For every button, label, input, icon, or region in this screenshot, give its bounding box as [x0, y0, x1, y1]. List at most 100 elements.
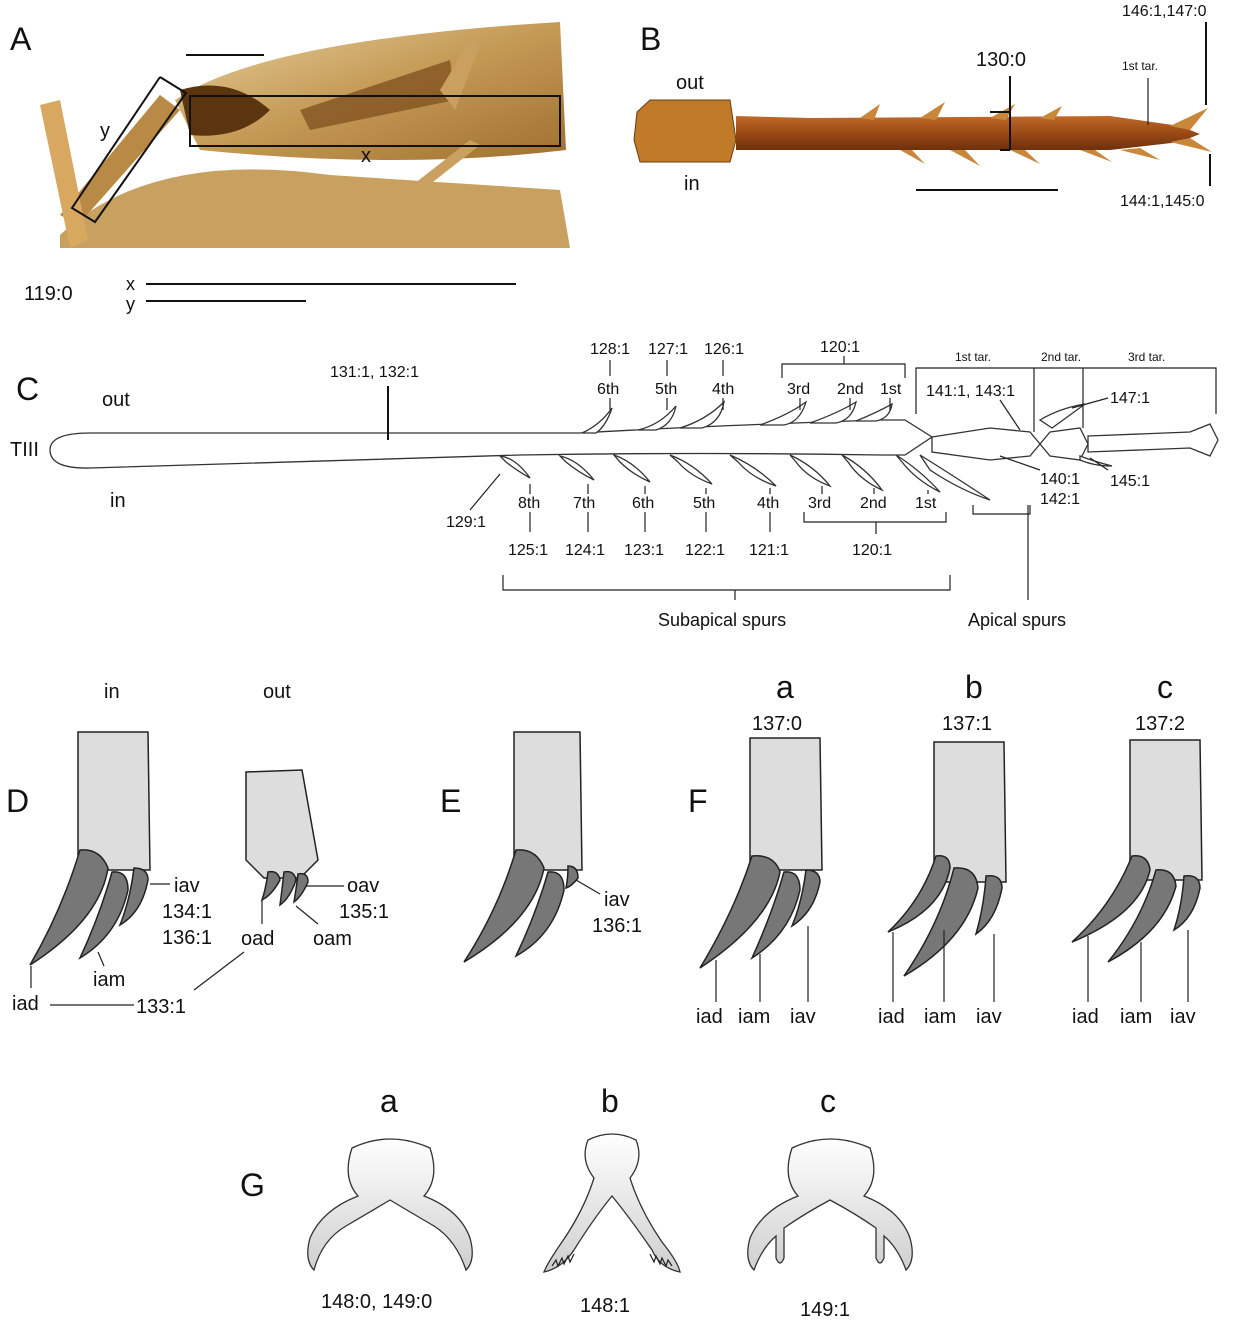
label-iav-fc: iav	[1170, 1006, 1196, 1028]
code-137-1: 137:1	[942, 713, 992, 735]
panel-g: G a b c 148:0, 149:0 148:1 149:1	[240, 1083, 912, 1321]
panel-label-c: C	[16, 371, 39, 407]
code-128: 128:1	[590, 341, 630, 358]
tibia-out-d	[246, 770, 318, 878]
ord-4th-out: 4th	[712, 381, 734, 398]
x-label: x	[361, 145, 371, 167]
code-124: 124:1	[565, 542, 605, 559]
code-133: 133:1	[136, 996, 186, 1018]
label-in-c: in	[110, 490, 126, 512]
label-fa: a	[776, 669, 794, 705]
panel-label-g: G	[240, 1167, 265, 1203]
code-148-0: 148:0, 149:0	[321, 1291, 432, 1313]
claw-a	[308, 1139, 473, 1270]
tibia-e	[514, 732, 582, 870]
panel-label-b: B	[640, 21, 661, 57]
label-tiii: TIII	[10, 439, 39, 461]
label-oam: oam	[313, 928, 352, 950]
code-122: 122:1	[685, 542, 725, 559]
label-iam-fa: iam	[738, 1006, 770, 1028]
ord-5th-out: 5th	[655, 381, 677, 398]
panel-d: D in out iav 134:1 136:1 oav 135:1 oad o…	[6, 681, 389, 1018]
code-136-e: 136:1	[592, 915, 642, 937]
label-iad-fa: iad	[696, 1006, 723, 1028]
ord-8th-in: 8th	[518, 495, 540, 512]
ord-4th-in: 4th	[757, 495, 779, 512]
code-147: 147:1	[1110, 390, 1150, 407]
char-119: 119:0	[24, 283, 73, 305]
code-126: 126:1	[704, 341, 744, 358]
code-140: 140:1	[1040, 471, 1080, 488]
tibia-in-d	[78, 732, 150, 870]
label-iad: iad	[12, 993, 39, 1015]
code-129: 129:1	[446, 514, 486, 531]
label-iav-fb: iav	[976, 1006, 1002, 1028]
tarsus-3	[1088, 424, 1218, 456]
char-130: 130:0	[976, 49, 1026, 71]
code-137-2: 137:2	[1135, 713, 1185, 735]
code-136-d: 136:1	[162, 927, 212, 949]
label-1st-tar-b: 1st tar.	[1122, 59, 1158, 73]
panel-label-e: E	[440, 783, 461, 819]
code-123: 123:1	[624, 542, 664, 559]
spur-iad-d	[30, 850, 108, 965]
ord-5th-in: 5th	[693, 495, 715, 512]
label-oav: oav	[347, 875, 379, 897]
label-oad: oad	[241, 928, 274, 950]
panel-a: A x y 119:0 x y	[10, 20, 570, 314]
label-ga: a	[380, 1083, 398, 1119]
y-label-2: y	[126, 294, 135, 314]
label-subapical: Subapical spurs	[658, 610, 786, 630]
panel-label-d: D	[6, 783, 29, 819]
label-fb: b	[965, 669, 983, 705]
ord-2nd-out: 2nd	[837, 381, 864, 398]
label-fc: c	[1157, 669, 1173, 705]
char-146: 146:1,147:0	[1122, 3, 1207, 20]
label-2nd-tar-c: 2nd tar.	[1041, 350, 1081, 364]
panel-e: E iav 136:1	[440, 732, 642, 962]
code-135: 135:1	[339, 901, 389, 923]
label-iav-d: iav	[174, 875, 200, 897]
code-127: 127:1	[648, 341, 688, 358]
label-gc: c	[820, 1083, 836, 1119]
label-in-b: in	[684, 173, 700, 195]
label-out-b: out	[676, 72, 704, 94]
code-134: 134:1	[162, 901, 212, 923]
tibia-photo-b	[634, 100, 1212, 166]
claw-b	[544, 1134, 680, 1272]
code-120-out: 120:1	[820, 339, 860, 356]
label-in-d: in	[104, 681, 120, 703]
label-iav-fa: iav	[790, 1006, 816, 1028]
code-125: 125:1	[508, 542, 548, 559]
claw-c	[748, 1139, 913, 1270]
ord-2nd-in: 2nd	[860, 495, 887, 512]
panel-f: F a b c 137:0 137:1 137:2 iad iam iav ia…	[688, 669, 1202, 1028]
ord-1st-in: 1st	[915, 495, 937, 512]
label-iam-fb: iam	[924, 1006, 956, 1028]
code-131: 131:1, 132:1	[330, 364, 419, 381]
bracket-subapical	[503, 575, 950, 590]
ord-3rd-in: 3rd	[808, 495, 831, 512]
x-label-2: x	[126, 274, 135, 294]
label-iav-e: iav	[604, 889, 630, 911]
code-145: 145:1	[1110, 473, 1150, 490]
label-iam: iam	[93, 969, 125, 991]
label-out-d: out	[263, 681, 291, 703]
panel-label-f: F	[688, 783, 708, 819]
code-121: 121:1	[749, 542, 789, 559]
code-141: 141:1, 143:1	[926, 383, 1015, 400]
label-apical: Apical spurs	[968, 610, 1066, 630]
label-3rd-tar-c: 3rd tar.	[1128, 350, 1165, 364]
label-out-c: out	[102, 389, 130, 411]
bracket-apical	[973, 505, 1030, 514]
y-label: y	[100, 120, 110, 142]
panel-c: C TIII out in 128:1 127:1 126:1	[10, 339, 1218, 630]
code-137-0: 137:0	[752, 713, 802, 735]
tarsus-1	[932, 428, 1040, 460]
label-gb: b	[601, 1083, 619, 1119]
ord-7th-in: 7th	[573, 495, 595, 512]
tarsus-2	[1040, 428, 1088, 460]
panel-b: B out in 130:0 146:1,147:0 1st tar. 144:	[634, 3, 1212, 210]
